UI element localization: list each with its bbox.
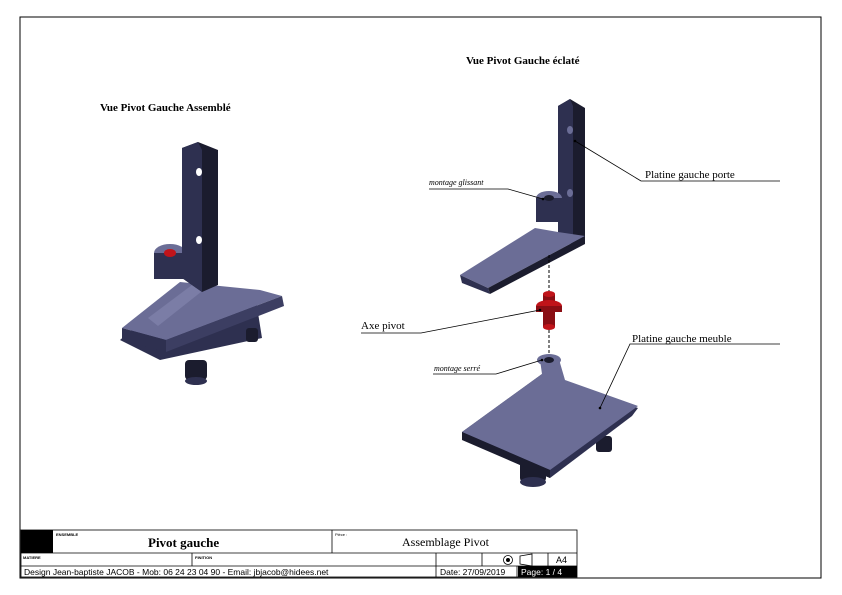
- exploded-view: [460, 99, 638, 487]
- leader-lines: [361, 140, 780, 409]
- sheet-border: [19, 16, 822, 579]
- author-line: Design Jean-baptiste JACOB - Mob: 06 24 …: [24, 567, 329, 577]
- ensemble-value: Pivot gauche: [148, 535, 220, 550]
- title-block: [20, 529, 578, 578]
- axe-pivot-marker: [164, 249, 176, 257]
- assembled-view: [120, 142, 284, 385]
- matiere-label: MATIERE: [23, 555, 41, 560]
- piece-label: Pièce :: [335, 532, 348, 537]
- callout-montage-glissant: montage glissant: [429, 178, 484, 187]
- date-value: Date: 27/09/2019: [440, 567, 506, 577]
- callout-axe-pivot: Axe pivot: [361, 320, 405, 332]
- logo-block: [21, 530, 53, 553]
- piece-value: Assemblage Pivot: [402, 535, 489, 549]
- callout-platine-meuble: Platine gauche meuble: [632, 333, 732, 345]
- axe-pivot-part: [536, 291, 562, 330]
- ensemble-label: ENSEMBLE: [56, 532, 79, 537]
- projection-symbol-icon: [503, 553, 533, 567]
- assembled-view-title: Vue Pivot Gauche Assemblé: [100, 102, 231, 114]
- platine-meuble-part: [462, 354, 638, 487]
- finition-label: FINITION: [195, 555, 213, 560]
- format-value: A4: [556, 555, 568, 565]
- callout-montage-serre: montage serré: [434, 364, 480, 373]
- exploded-view-title: Vue Pivot Gauche éclaté: [466, 55, 580, 67]
- page-number: Page: 1 / 4: [521, 567, 563, 577]
- callout-platine-porte: Platine gauche porte: [645, 169, 735, 181]
